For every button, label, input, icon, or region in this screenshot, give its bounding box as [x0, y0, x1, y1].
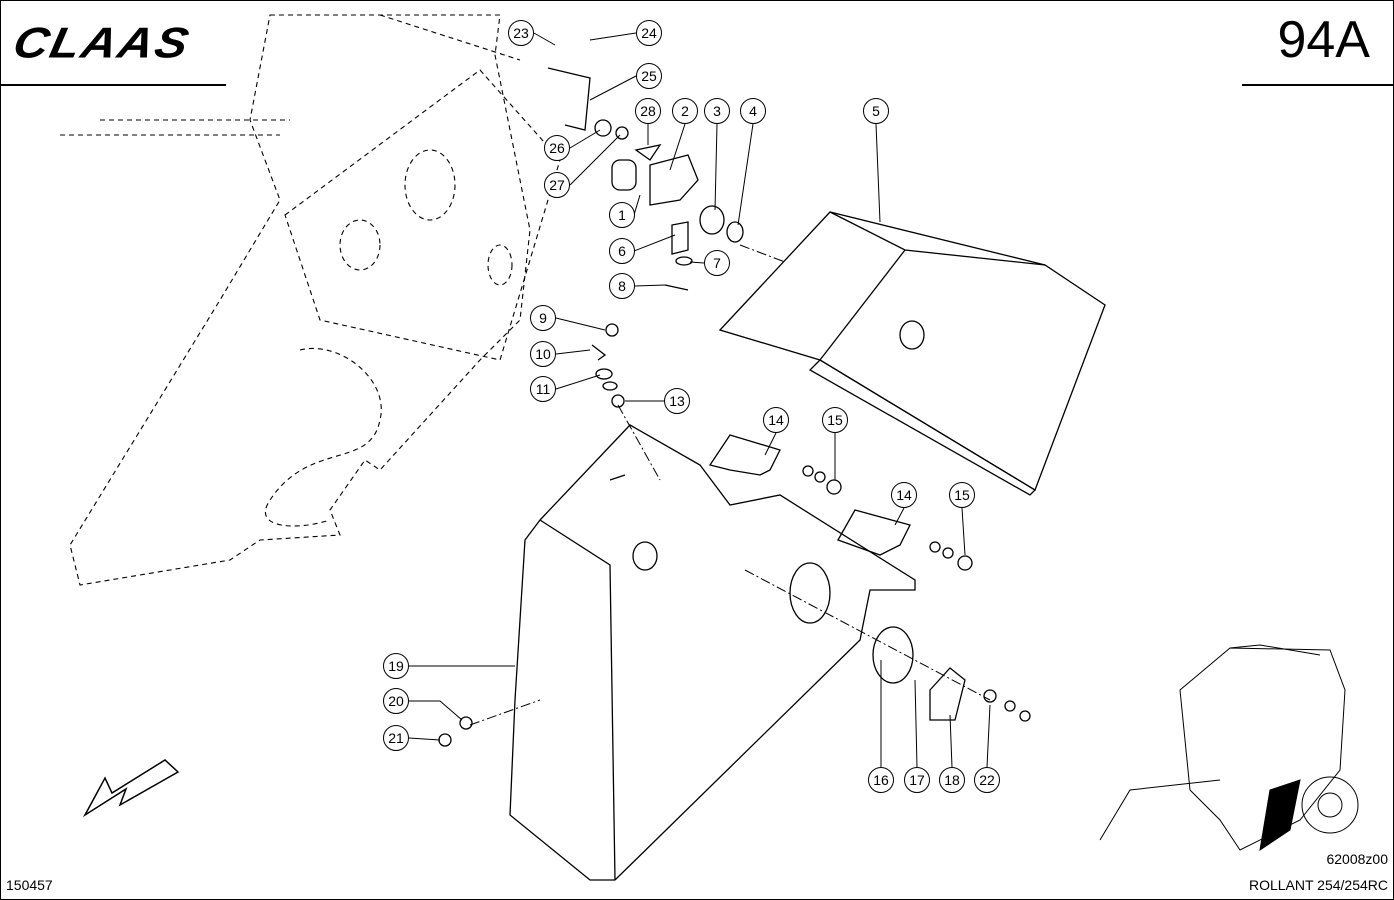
callout-5: 5	[863, 98, 889, 124]
callout-15: 15	[822, 407, 848, 433]
callout-11: 11	[530, 376, 556, 402]
lower-shield	[509, 424, 916, 881]
assembly-axes	[469, 244, 991, 726]
callout-9: 9	[530, 305, 556, 331]
callout-18: 18	[939, 767, 965, 793]
callout-17: 17	[904, 767, 930, 793]
bracket-left	[708, 434, 781, 476]
callout-20: 20	[383, 688, 409, 714]
callout-2: 2	[672, 98, 698, 124]
callout-25: 25	[636, 63, 662, 89]
callout-21: 21	[383, 725, 409, 751]
page-number: 94A	[1277, 11, 1370, 69]
callout-4: 4	[740, 98, 766, 124]
callout-14: 14	[763, 407, 789, 433]
callout-28: 28	[635, 98, 661, 124]
header-rule-left	[0, 84, 226, 86]
callout-14: 14	[891, 482, 917, 508]
callout-16: 16	[868, 767, 894, 793]
callout-22: 22	[974, 767, 1000, 793]
callout-6: 6	[609, 238, 635, 264]
callout-13: 13	[664, 388, 690, 414]
drawing-reference: 150457	[6, 877, 53, 893]
callout-23: 23	[508, 20, 534, 46]
callout-24: 24	[636, 20, 662, 46]
side-plate-outline	[60, 14, 561, 586]
hardware-parts	[438, 67, 1031, 747]
upper-shield	[718, 211, 1106, 496]
callout-7: 7	[704, 250, 730, 276]
callout-26: 26	[544, 135, 570, 161]
callout-15: 15	[949, 482, 975, 508]
baler-inset-illustration	[1099, 644, 1359, 852]
callout-27: 27	[544, 172, 570, 198]
callout-1: 1	[609, 202, 635, 228]
callout-19: 19	[383, 653, 409, 679]
leader-lines	[408, 32, 991, 768]
model-name: ROLLANT 254/254RC	[1248, 877, 1388, 893]
header-rule-right	[1242, 84, 1394, 86]
image-code: 62008z00	[1326, 851, 1388, 867]
bracket-right	[837, 509, 911, 556]
callout-10: 10	[530, 341, 556, 367]
arrow-down-left-icon	[82, 759, 180, 818]
callout-3: 3	[704, 98, 730, 124]
callout-8: 8	[609, 273, 635, 299]
